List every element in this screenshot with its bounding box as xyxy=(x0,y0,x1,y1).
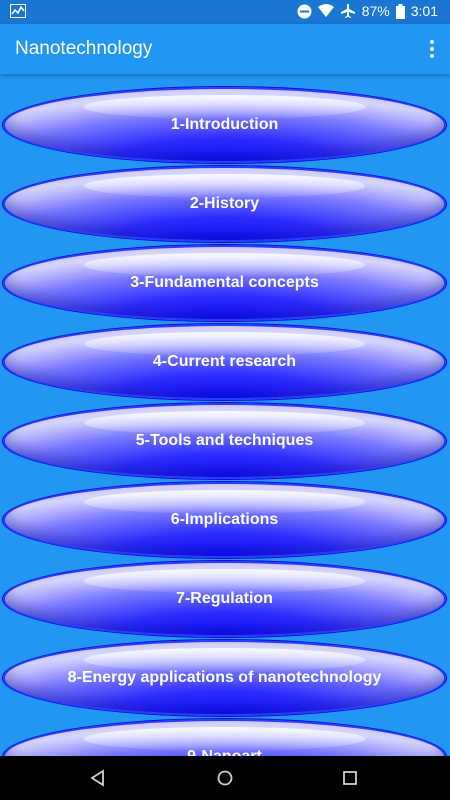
chapter-button-current-research[interactable]: 4-Current research xyxy=(3,324,446,400)
airplane-icon xyxy=(340,3,356,19)
recents-icon[interactable] xyxy=(340,768,360,788)
chapter-button-history[interactable]: 2-History xyxy=(3,166,446,242)
wifi-icon xyxy=(317,4,334,18)
chapter-list[interactable]: 1-Introduction 2-History 3-Fundamental c… xyxy=(0,74,450,756)
battery-icon xyxy=(395,3,405,19)
home-icon[interactable] xyxy=(215,768,235,788)
battery-percent: 87% xyxy=(361,3,390,19)
app-bar: Nanotechnology xyxy=(0,24,450,74)
chapter-button-energy-applications[interactable]: 8-Energy applications of nanotechnology xyxy=(3,640,446,716)
clock: 3:01 xyxy=(410,3,438,19)
back-icon[interactable] xyxy=(88,768,108,788)
status-bar: 87% 3:01 xyxy=(0,0,450,24)
navigation-bar xyxy=(0,756,450,800)
chapter-button-implications[interactable]: 6-Implications xyxy=(3,482,446,558)
chapter-button-regulation[interactable]: 7-Regulation xyxy=(3,561,446,637)
chapter-label: 9-Nanoart xyxy=(187,748,262,756)
chapter-label: 7-Regulation xyxy=(176,590,273,607)
chapter-label: 3-Fundamental concepts xyxy=(130,274,319,291)
chapter-label: 1-Introduction xyxy=(170,116,279,133)
chapter-button-tools-and-techniques[interactable]: 5-Tools and techniques xyxy=(3,403,446,479)
chapter-label: 2-History xyxy=(189,195,260,212)
app-title: Nanotechnology xyxy=(15,38,153,59)
chapter-button-nanoart[interactable]: 9-Nanoart xyxy=(3,719,446,756)
chapter-label: 8-Energy applications of nanotechnology xyxy=(67,669,382,686)
chapter-button-fundamental-concepts[interactable]: 3-Fundamental concepts xyxy=(3,245,446,321)
overflow-menu-icon[interactable] xyxy=(426,37,438,61)
do-not-disturb-icon xyxy=(297,4,312,19)
chapter-label: 6-Implications xyxy=(170,511,279,528)
chapter-label: 4-Current research xyxy=(152,353,297,370)
chapter-button-introduction[interactable]: 1-Introduction xyxy=(3,87,446,163)
chapter-label: 5-Tools and techniques xyxy=(135,432,314,449)
activity-icon xyxy=(10,4,26,21)
